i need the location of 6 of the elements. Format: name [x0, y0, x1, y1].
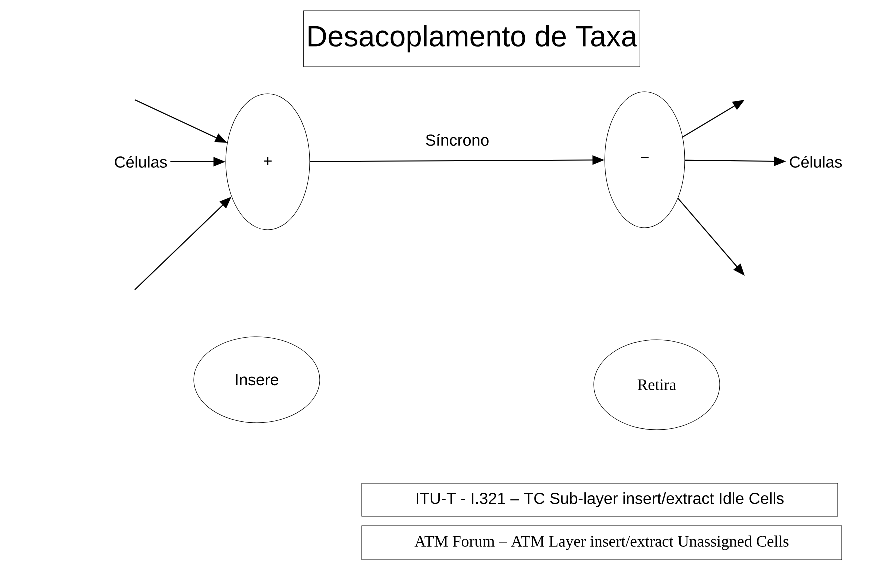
standard-box: ATM Forum – ATM Layer insert/extract Unassigned Cells [362, 526, 842, 560]
cell-label: Células [115, 156, 168, 168]
standard-box: ITU-T - I.321 – TC Sub-layer insert/extract Idle Cells [362, 483, 838, 517]
edge-label: Síncrono [424, 132, 491, 148]
title-box: Desacoplamento de Taxa [304, 10, 640, 68]
cell-label: Células [790, 156, 842, 168]
